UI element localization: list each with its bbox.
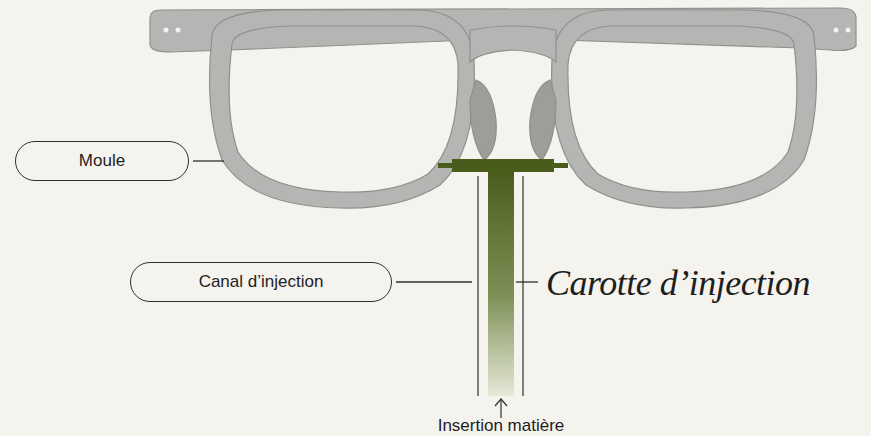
part-name: Carotte d’injection bbox=[546, 262, 810, 304]
callout-pill: Moule bbox=[15, 141, 189, 181]
channel-walls bbox=[478, 176, 523, 396]
hinge-dots bbox=[164, 28, 851, 33]
insertion-arrow bbox=[495, 399, 507, 418]
callout-text: Moule bbox=[79, 151, 125, 171]
callout-text: Canal d’injection bbox=[199, 272, 324, 292]
callout-pill: Canal d’injection bbox=[130, 262, 392, 302]
inlet-note: Insertion matière bbox=[438, 416, 565, 436]
